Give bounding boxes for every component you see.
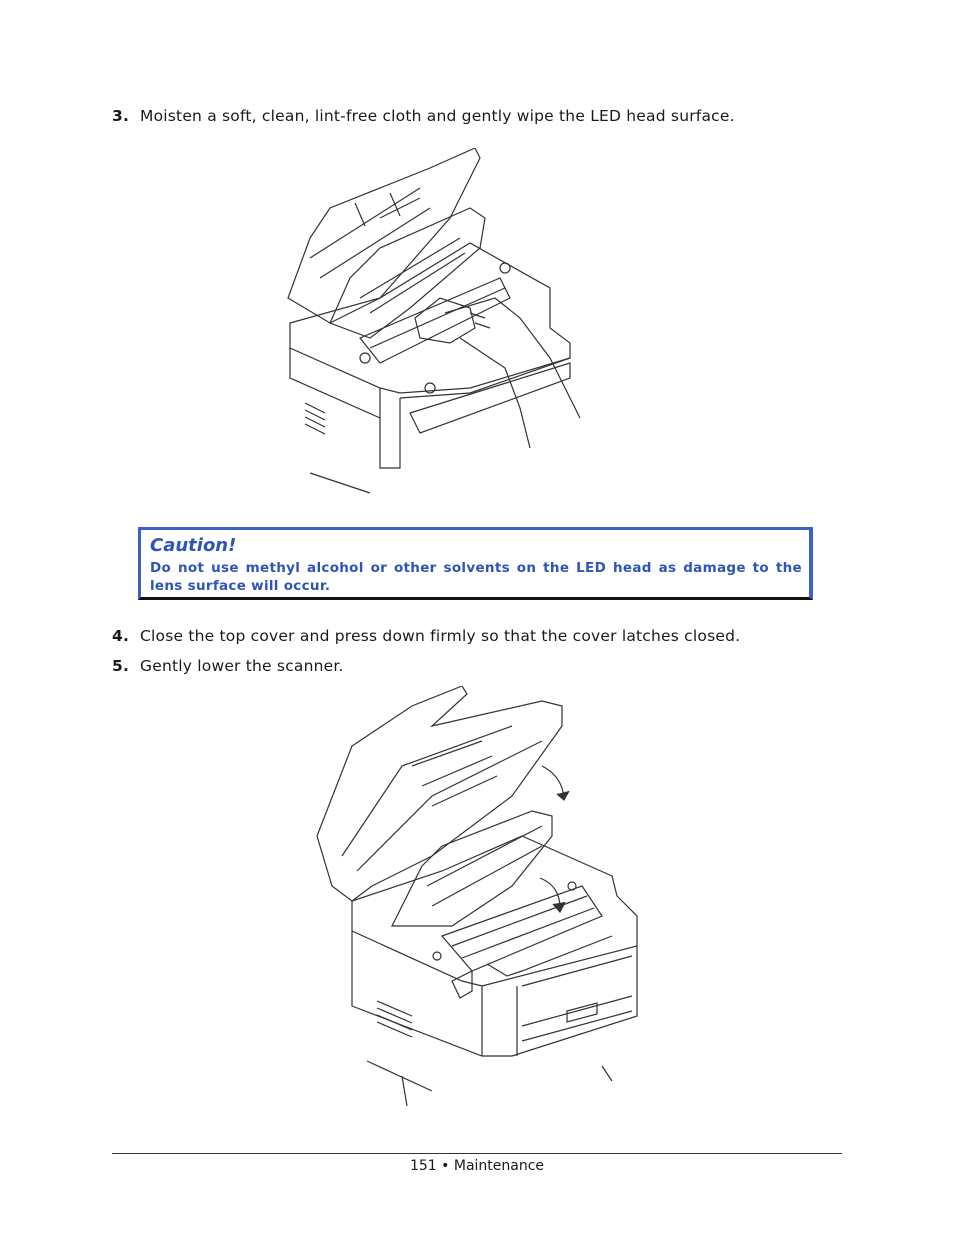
footer-rule (112, 1153, 842, 1154)
lower-scanner-illustration (316, 686, 638, 1106)
step-5: 5. Gently lower the scanner. (112, 657, 344, 675)
step-text: Gently lower the scanner. (140, 657, 344, 675)
step-number: 4. (112, 627, 130, 645)
step-4: 4. Close the top cover and press down fir… (112, 627, 740, 645)
caution-title: Caution! (150, 535, 237, 556)
page-footer: 151 • Maintenance (0, 1158, 954, 1174)
step-number: 3. (112, 107, 130, 125)
led-head-wipe-illustration (287, 148, 581, 494)
step-3: 3. Moisten a soft, clean, lint-free cloth… (112, 107, 735, 125)
caution-text: Do not use methyl alcohol or other solve… (150, 560, 802, 594)
step-text: Close the top cover and press down firml… (140, 627, 741, 645)
page-number: 151 (409, 1158, 437, 1174)
footer-section: Maintenance (453, 1158, 545, 1174)
caution-box: Caution! Do not use methyl alcohol or ot… (138, 527, 813, 600)
step-text: Moisten a soft, clean, lint-free cloth a… (140, 107, 735, 125)
footer-separator: • (441, 1158, 450, 1174)
step-number: 5. (112, 657, 130, 675)
